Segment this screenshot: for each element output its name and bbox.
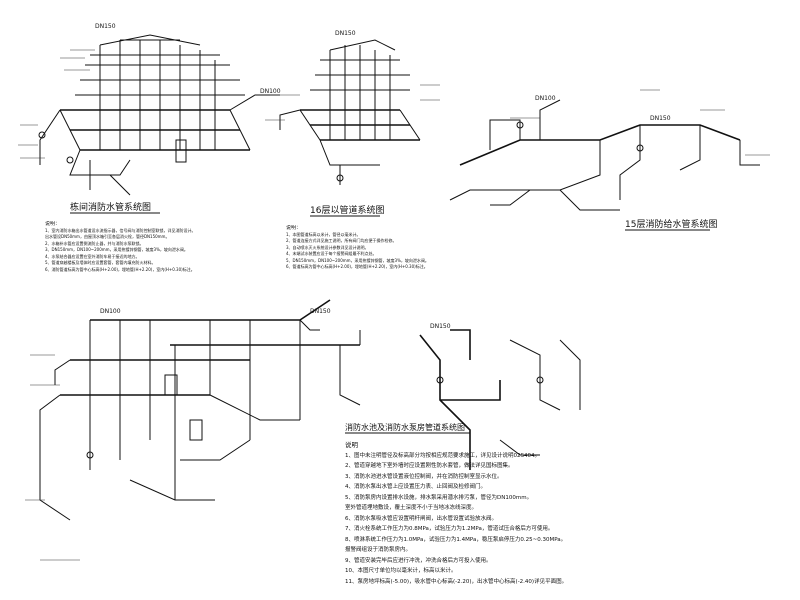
diagram-title: 消防水池及消防水泵房管道系统图 <box>345 422 465 432</box>
valve-icon <box>536 376 544 384</box>
notes-line: 1、本图管道标高以米计，管径以毫米计。 <box>286 231 361 237</box>
diagram-title: 栋间消防水管系统图 <box>70 201 151 213</box>
notes-line: 1、图中未注明管径及标高部分均按相应规范要求施工，详见设计说明02S404。 <box>345 452 540 459</box>
notes-line: 2、管道穿越地下室外墙时应设置刚性防水套管，做法详见国标图集。 <box>345 463 514 469</box>
diagram-title: 16层以管道系统图 <box>310 204 384 216</box>
pipe-label: DN150 <box>335 30 356 37</box>
pipe-label: DN150 <box>650 115 671 122</box>
valve-icon <box>636 144 644 152</box>
notes-line: 6、消防管道标高为管中心标高(H+2.00)，埋地管(H+2.20)，室内(H+… <box>45 266 195 272</box>
notes-heading: 说明： <box>286 225 302 231</box>
valve-icon <box>86 451 94 459</box>
notes-line: 6、消防水泵吸水管应设置明杆闸阀，出水管设置试验放水阀。 <box>345 515 498 522</box>
notes-line: 4、水泵结合器应设置在室外消防车易于接近的地方。 <box>45 253 140 259</box>
pump-icon <box>189 419 203 441</box>
notes-line: 5、消防泵房内设置排水设施，排水泵采用潜水排污泵，管径为DN100mm。 <box>345 494 533 501</box>
notes-line: 7、消火栓系统工作压力为0.8MPa，试验压力为1.2MPa，管道试压合格后方可… <box>345 526 554 532</box>
pipe-label: DN100 <box>260 88 281 95</box>
notes-heading: 说明： <box>45 221 61 227</box>
notes-line: 10、本图尺寸单位均以毫米计，标高以米计。 <box>345 568 457 574</box>
valve-icon <box>436 376 444 384</box>
notes-line: 1、室内消防水箱出水管道设水流指示器，信号阀与消防控制室联锁，详见消防设计。 <box>45 227 196 233</box>
pump-icon <box>175 139 187 163</box>
notes-line: 3、DN150mm，DN100~200mm，采用热镀锌钢管，坡度3%，坡向泄水阀… <box>45 247 188 252</box>
notes-line: 2、水箱补水管应设置倒流防止器，并与消防水泵联锁。 <box>45 240 144 246</box>
valve-icon <box>336 174 344 182</box>
notes-heading: 说明 <box>345 441 358 449</box>
valve-icon <box>66 156 74 164</box>
pipe-label: DN150 <box>310 308 331 315</box>
notes-line: 3、自动喷水灭火系统设计参数详见设计说明。 <box>286 244 369 250</box>
valve-icon <box>516 121 524 129</box>
notes-line: 出水管设DN50mm，由屋顶水箱引至各层消火栓，管径DN150mm。 <box>45 234 170 239</box>
notes-sprinkler: 说明： 1、本图管道标高以米计，管径以毫米计。 2、管道连接方式详见施工说明，所… <box>286 225 491 271</box>
diagram-title: 15层消防给水管系统图 <box>625 218 717 230</box>
notes-line: 2、管道连接方式详见施工说明，所有阀门均应便于操作检修。 <box>286 238 397 243</box>
pipe-label: DN100 <box>100 308 121 315</box>
notes-fire-hydrant: 说明： 1、室内消防水箱出水管道设水流指示器，信号阀与消防控制室联锁，详见消防设… <box>45 221 265 273</box>
notes-line: 5、管道穿越楼板及墙体时应设置套管，套管内填充防火材料。 <box>45 260 156 265</box>
pump-room-system-diagram: DN100 DN150 DN150 消防水池及消防水泵房管道系统图 <box>25 299 581 561</box>
notes-line: 8、喷淋系统工作压力为1.0MPa，试验压力为1.4MPa，稳压泵启停压力0.2… <box>345 536 567 543</box>
water-supply-system-diagram: DN100 DN150 15层消防给水管系统图 <box>449 89 770 231</box>
pipe-label: DN150 <box>430 323 451 330</box>
notes-line: 报警阀组设于消防泵房内。 <box>345 547 412 553</box>
notes-line: 6、管道标高为管中心标高(H+2.00)，埋地管(H+2.20)，室内(H+0.… <box>286 264 428 269</box>
notes-line: 5、DN150mm，DN100~200mm，采用热镀锌钢管，坡度3%，坡向泄水阀… <box>286 257 429 263</box>
notes-line: 室外管道埋地敷设，覆土深度不小于当地冰冻线深度。 <box>345 505 478 511</box>
notes-line: 4、消防水泵出水管上应设置压力表、止回阀及检修阀门。 <box>345 484 487 490</box>
valve-icon <box>38 131 46 139</box>
fire-hydrant-system-diagram: DN150 DN100 栋间消防水管系统图 <box>18 23 281 214</box>
notes-line: 11、泵房地坪标高(-5.00)，吸水管中心标高(-2.20)，出水管中心标高(… <box>345 578 568 585</box>
notes-line: 3、消防水池进水管设置液位控制阀，并在消防控制室显示水位。 <box>345 473 503 480</box>
sprinkler-system-diagram: DN150 16层以管道系统图 <box>265 30 440 217</box>
notes-main: 说明 1、图中未注明管径及标高部分均按相应规范要求施工，详见设计说明02S404… <box>345 440 745 587</box>
pipe-label: DN100 <box>535 95 556 102</box>
pipe-label: DN150 <box>95 23 116 30</box>
pump-icon <box>164 374 178 396</box>
notes-line: 4、末端试水装置应设于每个报警阀组最不利点处。 <box>286 251 377 256</box>
notes-line: 9、管道安装完毕后应进行冲洗，冲洗合格后方可投入使用。 <box>345 557 492 564</box>
